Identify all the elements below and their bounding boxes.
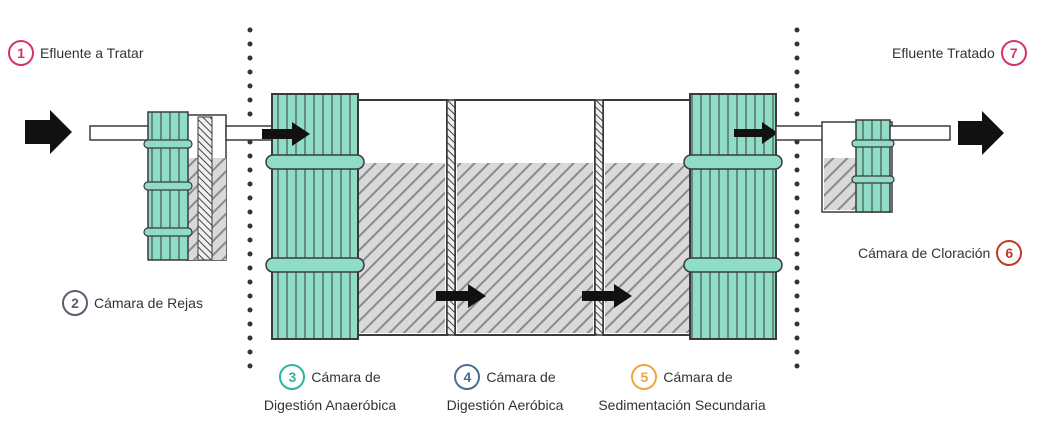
arrow-into-3 [262,122,310,146]
label-sedimentation-line1: Cámara de [663,369,733,385]
label-effluent-out: Efluente Tratado 7 [892,40,1027,66]
arrow-into-4 [436,284,486,308]
label-effluent-out-text: Efluente Tratado [892,45,995,61]
label-sedimentation: 5 Cámara de Sedimentación Secundaria [592,364,772,414]
label-anaerobic: 3 Cámara de Digestión Anaeróbica [255,364,405,414]
label-screen-chamber-text: Cámara de Rejas [94,295,203,311]
label-effluent-in: 1 Efluente a Tratar [8,40,144,66]
label-aerobic-line1: Cámara de [486,369,556,385]
main-tank [265,93,783,340]
arrow-into-5 [582,284,632,308]
step-number-7: 7 [1000,40,1027,66]
step-number-5: 5 [631,364,658,390]
outlet-arrow [958,111,1004,155]
label-anaerobic-line2: Digestión Anaeróbica [263,397,397,413]
label-chlorination-text: Cámara de Cloración [858,245,991,261]
label-aerobic: 4 Cámara de Digestión Aeróbica [430,364,580,414]
label-aerobic-line2: Digestión Aeróbica [446,397,564,413]
label-effluent-in-text: Efluente a Tratar [40,45,144,61]
step-number-3: 3 [279,364,306,390]
label-anaerobic-line1: Cámara de [311,369,381,385]
step-number-2: 2 [62,290,88,316]
label-screen-chamber: 2 Cámara de Rejas [62,290,203,316]
step-number-4: 4 [454,364,481,390]
label-sedimentation-line2: Sedimentación Secundaria [598,397,766,413]
inlet-arrow [25,110,72,154]
step-number-1: 1 [8,40,34,66]
screen-chamber [143,111,275,261]
label-chlorination: Cámara de Cloración 6 [858,240,1023,266]
arrow-outflow [734,122,778,144]
chlorination-chamber [775,119,951,213]
step-number-6: 6 [996,240,1023,266]
inlet-pipe [89,125,151,141]
